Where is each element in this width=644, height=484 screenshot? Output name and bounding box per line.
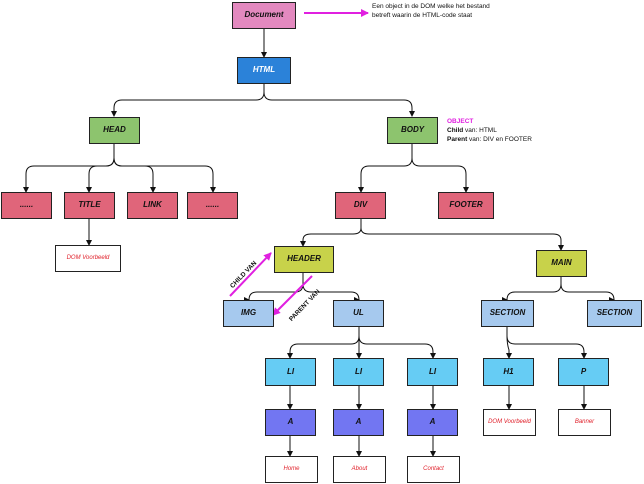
- edge-ul-li1: [287, 327, 360, 359]
- edge-section-h1: [506, 327, 512, 359]
- node-main: MAIN: [536, 250, 587, 277]
- node-title: TITLE: [64, 192, 115, 219]
- node-a-1: A: [265, 409, 316, 436]
- parent-label: Parent: [447, 135, 468, 143]
- node-header: HEADER: [274, 246, 334, 273]
- node-a-3: A: [407, 409, 458, 436]
- node-head-dots1: ......: [1, 192, 52, 219]
- edge-head-dots1: [23, 144, 115, 193]
- node-li-2: LI: [333, 358, 384, 386]
- child-label: Child: [447, 126, 464, 134]
- node-title-text: DOM Voorbeeld: [55, 245, 121, 272]
- child-van-arrow: [229, 252, 272, 297]
- node-a-2: A: [333, 409, 384, 436]
- edge-div-header: [300, 219, 362, 247]
- edge-body-div: [358, 144, 413, 193]
- object-note: OBJECT Child van: HTML Parent van: DIV e…: [447, 118, 532, 144]
- document-note-line-1: Een object in de DOM welke het bestand: [372, 3, 490, 10]
- node-img: IMG: [223, 300, 274, 327]
- node-h1: H1: [483, 358, 534, 386]
- edge-div-main: [360, 227, 564, 251]
- node-head: HEAD: [89, 117, 140, 144]
- node-p: P: [558, 358, 609, 386]
- edge-section-p: [506, 335, 587, 359]
- node-about: About: [333, 456, 386, 483]
- node-footer: FOOTER: [438, 192, 494, 219]
- document-note: Een object in de DOM welke het bestand b…: [372, 3, 490, 21]
- node-banner: Banner: [558, 409, 611, 436]
- child-value: van: HTML: [463, 126, 497, 134]
- node-section-2: SECTION: [587, 300, 642, 327]
- edge-body-footer: [411, 157, 469, 193]
- edge-header-img: [246, 273, 304, 301]
- edge-header-ul: [302, 283, 362, 301]
- object-child-line: Child van: HTML: [447, 127, 532, 136]
- parent-van-arrow: [272, 275, 313, 316]
- node-head-dots2: ......: [187, 192, 238, 219]
- node-html: HTML: [237, 57, 291, 84]
- edge-head-dots2: [113, 157, 216, 193]
- node-li-1: LI: [265, 358, 316, 386]
- edge-main-section1: [504, 277, 562, 301]
- object-parent-line: Parent van: DIV en FOOTER: [447, 136, 532, 145]
- node-section-1: SECTION: [481, 300, 534, 327]
- edge-html-body: [263, 91, 415, 117]
- node-document: Document: [232, 2, 296, 29]
- parent-value: van: DIV en FOOTER: [467, 135, 532, 143]
- node-li-3: LI: [407, 358, 458, 386]
- node-body: BODY: [387, 117, 438, 144]
- node-contact: Contact: [407, 456, 460, 483]
- edge-html-head: [111, 83, 265, 117]
- document-note-line-2: betreft waarin de HTML-code staat: [372, 11, 473, 19]
- edge-main-section2: [560, 283, 617, 301]
- edge-head-link: [113, 157, 156, 193]
- node-home: Home: [265, 456, 318, 483]
- node-div: DIV: [335, 192, 386, 219]
- node-ul: UL: [333, 300, 384, 327]
- object-title: OBJECT: [447, 118, 474, 125]
- edge-head-title: [86, 157, 115, 193]
- edge-ul-li3: [358, 335, 436, 359]
- node-link: LINK: [127, 192, 178, 219]
- node-h1-text: DOM Voorbeeld: [483, 409, 536, 436]
